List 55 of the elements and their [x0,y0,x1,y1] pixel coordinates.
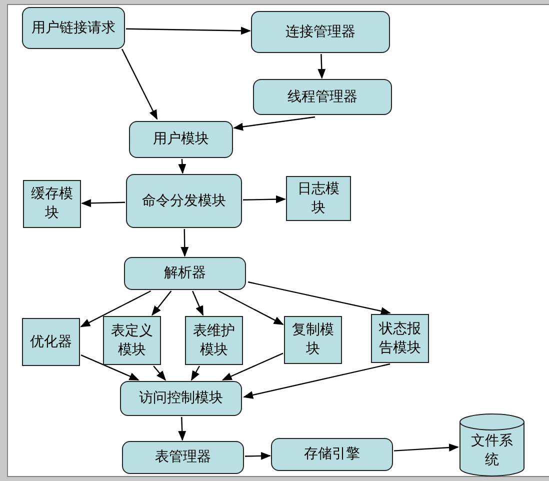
node-label: 日志模块 [296,180,340,218]
module-box [286,176,351,221]
node-label: 用户模块 [153,130,209,149]
node-label: 状态报告模块 [378,320,422,358]
node-label: 解析器 [164,264,206,283]
arrow [233,116,316,131]
node-label: 用户链接请求 [32,18,116,38]
process-box [253,79,392,115]
node-label: 表管理器 [155,448,211,467]
arrow [126,26,251,35]
process-box [120,381,242,416]
node-label: 命令分发模块 [142,192,226,210]
arrow [244,452,271,460]
arrow [191,366,200,381]
arrow [248,281,391,315]
arrow [178,158,186,174]
arrow [180,229,189,257]
module-box [103,316,161,365]
arrow [192,290,204,316]
process-box [271,438,393,471]
process-box [22,7,125,49]
process-box [124,257,246,290]
module-box [23,180,81,228]
node-label: 表维护模块 [192,322,236,360]
cylinder-node [459,413,525,477]
node-label: 线程管理器 [288,88,358,106]
arrow [222,352,284,381]
arrow [81,199,126,208]
arrow [394,444,459,452]
node-label: 优化器 [30,332,72,352]
module-box [185,316,243,365]
node-label: 表定义模块 [110,322,154,360]
module-box [284,316,342,364]
arrow [318,54,326,79]
arrow [243,363,390,399]
arrow [80,354,140,381]
node-label: 存储引擎 [304,445,360,464]
node-label: 文件系统 [470,432,514,470]
module-box [22,318,80,366]
node-label: 连接管理器 [286,22,356,42]
arrow [178,416,186,441]
arrow [80,290,152,328]
module-box [371,314,429,363]
process-box [122,441,244,474]
arrow [242,195,286,204]
process-box [129,121,233,158]
process-box [251,11,390,53]
arrow [218,290,284,325]
arrow [152,290,172,316]
process-box [126,174,242,228]
node-label: 复制模块 [291,321,335,359]
arrow [121,48,158,120]
node-label: 缓存模块 [30,185,74,223]
node-label: 访问控制模块 [139,389,223,408]
arrow [153,366,166,381]
